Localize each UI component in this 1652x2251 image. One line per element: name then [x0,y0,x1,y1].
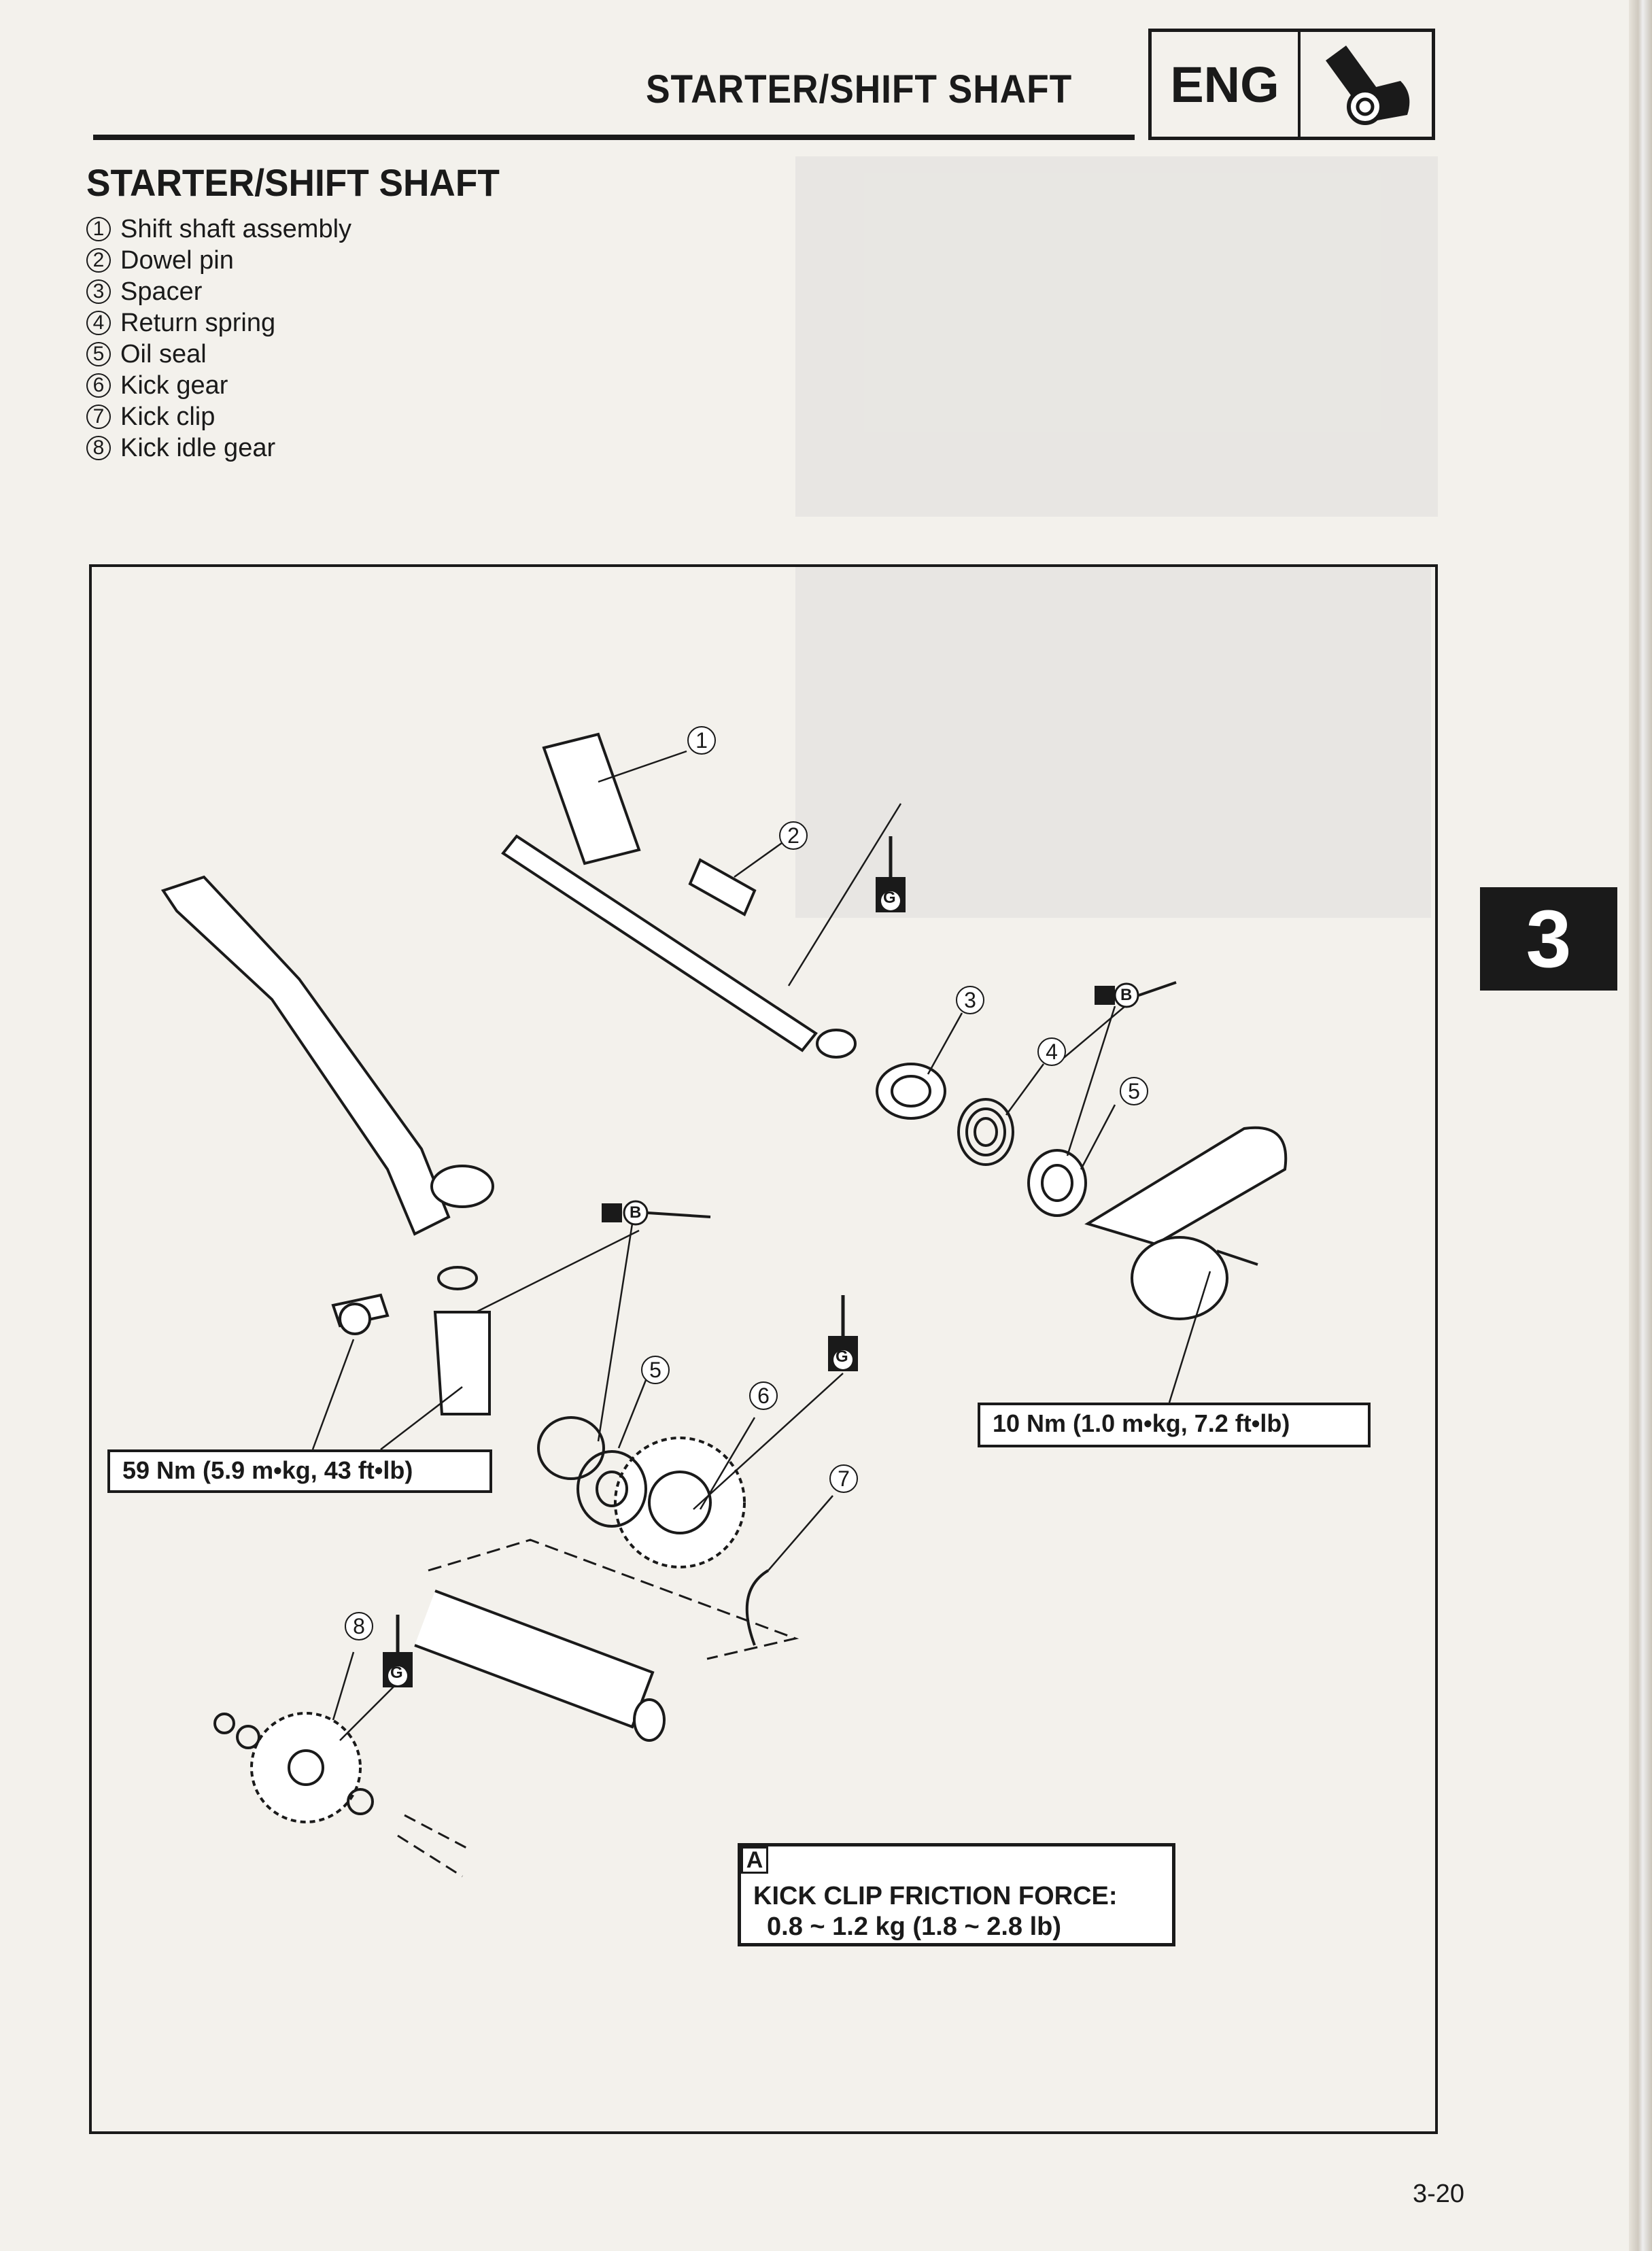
dowel-pin-drawing [688,858,757,916]
part-label: Dowel pin [120,246,234,275]
section-title: STARTER/SHIFT SHAFT [86,161,500,204]
page-edge [1629,0,1652,2251]
part-label: Kick clip [120,402,216,431]
kick-idle-gear-drawing [250,1712,362,1823]
grease-marker-label: G [836,1347,848,1366]
exploded-diagram-frame [89,564,1438,2134]
lube-marker-icon [602,1200,711,1226]
callout-6: 6 [749,1381,778,1410]
part-number: 5 [86,342,111,366]
list-item: 3 Spacer [86,276,351,307]
part-number: 2 [86,248,111,273]
callout-2: 2 [779,821,808,850]
part-number: 1 [86,217,111,241]
list-item: 6 Kick gear [86,370,351,401]
note-title: KICK CLIP FRICTION FORCE: [753,1882,1118,1910]
section-badge-label: ENG [1152,32,1301,137]
kick-clip-drawing [745,1569,770,1646]
part-label: Return spring [120,309,276,337]
list-item: 8 Kick idle gear [86,432,351,464]
callout-1: 1 [687,726,716,755]
part-label: Oil seal [120,340,207,368]
list-item: 7 Kick clip [86,401,351,432]
list-item: 1 Shift shaft assembly [86,213,351,245]
kick-clip-friction-note: A KICK CLIP FRICTION FORCE: 0.8 ~ 1.2 kg… [738,1843,1175,1946]
callout-5: 5 [641,1356,670,1384]
part-number: 3 [86,279,111,304]
spacer-drawing [876,1063,946,1120]
bleed-through-photo [795,564,1431,918]
note-value: 0.8 ~ 1.2 kg (1.8 ~ 2.8 lb) [767,1912,1062,1941]
kick-lever-drawing [160,875,451,1236]
grease-marker-icon [383,1615,413,1687]
kick-gear-drawing [614,1437,746,1568]
list-item: 5 Oil seal [86,339,351,370]
kick-axle-drawing [414,1590,655,1729]
callout-3: 3 [956,986,984,1014]
callout-4: 4 [1037,1037,1066,1066]
torque-spec-10nm: 10 Nm (1.0 m•kg, 7.2 ft•lb) [978,1403,1371,1447]
note-label: A [741,1846,768,1874]
engine-bolt-icon [1301,32,1432,137]
header-title: STARTER/SHIFT SHAFT [646,67,1073,111]
part-label: Kick gear [120,371,228,400]
part-label: Kick idle gear [120,434,276,462]
callout-8: 8 [345,1612,373,1640]
grease-marker-label: G [390,1664,403,1682]
header-rule [93,135,1135,140]
return-spring-drawing [957,1098,1014,1166]
grease-marker-icon [876,836,906,912]
list-item: 2 Dowel pin [86,245,351,276]
shift-shaft-assembly-drawing [501,732,857,1059]
page-number: 3-20 [1413,2180,1465,2208]
chapter-tab: 3 [1480,887,1617,991]
lube-marker-label: B [1120,986,1133,1004]
part-number: 7 [86,405,111,429]
kick-crank-drawing [1084,1126,1288,1246]
callout-7: 7 [829,1464,858,1493]
part-label: Spacer [120,277,203,306]
parts-list: 1 Shift shaft assembly 2 Dowel pin 3 Spacer… [86,213,351,464]
part-number: 4 [86,311,111,335]
grease-marker-icon [828,1295,858,1371]
lube-marker-label: B [630,1203,642,1222]
oil-seal-drawing [1027,1149,1087,1217]
bleed-through-photo [795,156,1438,517]
part-number: 6 [86,373,111,398]
part-label: Shift shaft assembly [120,215,352,243]
callout-5: 5 [1120,1077,1148,1105]
torque-spec-59nm: 59 Nm (5.9 m•kg, 43 ft•lb) [107,1449,492,1493]
list-item: 4 Return spring [86,307,351,339]
section-badge: ENG [1148,29,1435,140]
part-number: 8 [86,436,111,460]
grease-marker-label: G [883,889,896,907]
lube-marker-icon [1095,981,1177,1008]
